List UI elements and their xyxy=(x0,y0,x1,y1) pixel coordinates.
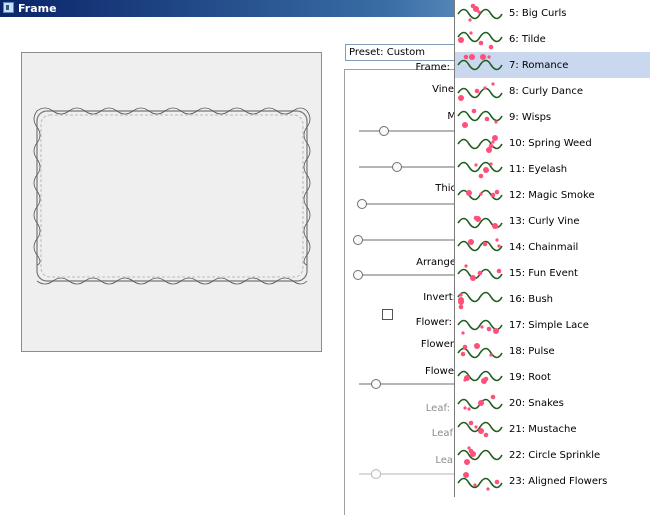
slider-2[interactable] xyxy=(359,162,469,172)
leaf-3-label: Lea xyxy=(435,455,453,466)
dropdown-item[interactable]: 23: Aligned Flowers xyxy=(455,468,650,494)
frame-style-thumbnail-icon xyxy=(457,135,503,153)
slider-thickness[interactable] xyxy=(357,199,469,209)
controls-panel xyxy=(344,69,465,515)
slider-arrangement[interactable] xyxy=(353,270,465,280)
dropdown-item-label: 22: Circle Sprinkle xyxy=(509,449,601,461)
dropdown-item[interactable]: 14: Chainmail xyxy=(455,234,650,260)
frame-style-thumbnail-icon xyxy=(457,31,503,50)
dropdown-item[interactable]: 8: Curly Dance xyxy=(455,78,650,104)
dropdown-item-label: 21: Mustache xyxy=(509,423,577,435)
frame-style-thumbnail-icon xyxy=(457,215,503,229)
dropdown-item[interactable]: 10: Spring Weed xyxy=(455,130,650,156)
frame-style-thumbnail-icon xyxy=(457,161,503,179)
app-icon xyxy=(3,2,14,13)
dropdown-item[interactable]: 11: Eyelash xyxy=(455,156,650,182)
frame-style-thumbnail-icon xyxy=(457,3,503,22)
dropdown-item[interactable]: 20: Snakes xyxy=(455,390,650,416)
dropdown-item[interactable]: 5: Big Curls xyxy=(455,0,650,26)
vine-label: Vine xyxy=(432,84,454,95)
frame-style-thumbnail-icon xyxy=(457,264,503,281)
slider-arrangement-thumb[interactable] xyxy=(353,270,363,280)
dropdown-item-label: 23: Aligned Flowers xyxy=(509,475,608,487)
dropdown-item[interactable]: 6: Tilde xyxy=(455,26,650,52)
dropdown-item-label: 16: Bush xyxy=(509,293,554,305)
frame-style-thumbnail-icon xyxy=(457,370,503,384)
frame-style-thumbnail-icon xyxy=(457,82,503,101)
frame-style-thumbnail-icon xyxy=(457,238,503,252)
dropdown-item[interactable]: 19: Root xyxy=(455,364,650,390)
slider-thickness-thumb[interactable] xyxy=(357,199,367,209)
dropdown-item[interactable]: 16: Bush xyxy=(455,286,650,312)
dropdown-item-label: 8: Curly Dance xyxy=(509,85,584,97)
leaf-2-label: Leaf xyxy=(431,428,453,439)
dropdown-item-label: 18: Pulse xyxy=(509,345,555,357)
frame-style-thumbnail-icon xyxy=(457,291,503,310)
frame-style-thumbnail-icon xyxy=(457,319,503,335)
frame-preview-vine-border xyxy=(33,107,311,285)
dropdown-item[interactable]: 17: Simple Lace xyxy=(455,312,650,338)
frame-style-thumbnail-icon xyxy=(457,394,503,411)
dropdown-item[interactable]: 13: Curly Vine xyxy=(455,208,650,234)
dropdown-item-label: 10: Spring Weed xyxy=(509,137,592,149)
frame-style-dropdown-list[interactable]: 5: Big Curls 6: Tilde 7: Romance 8: Curly D… xyxy=(454,0,650,497)
dropdown-item-label: 5: Big Curls xyxy=(509,7,567,19)
slider-3-thumb[interactable] xyxy=(353,235,363,245)
dropdown-item[interactable]: 21: Mustache xyxy=(455,416,650,442)
slider-1-thumb[interactable] xyxy=(379,126,389,136)
dropdown-item-label: 19: Root xyxy=(509,371,551,383)
invert-checkbox[interactable] xyxy=(382,309,393,320)
dropdown-item-label: 9: Wisps xyxy=(509,111,552,123)
flower-3-label: Flowe xyxy=(425,366,454,377)
dropdown-item-label: 15: Fun Event xyxy=(509,267,578,279)
flower-label: Flower: xyxy=(415,317,452,328)
m-label: M xyxy=(447,111,456,122)
slider-2-thumb[interactable] xyxy=(392,162,402,172)
dropdown-item-label: 12: Magic Smoke xyxy=(509,189,595,201)
dropdown-item-label: 20: Snakes xyxy=(509,397,564,409)
dropdown-item[interactable]: 7: Romance xyxy=(455,52,650,78)
dropdown-item-label: 17: Simple Lace xyxy=(509,319,589,331)
invert-label: Invert: xyxy=(423,292,456,303)
slider-leaf-thumb[interactable] xyxy=(371,469,381,479)
window-title: Frame xyxy=(18,2,57,15)
flower-2-label: Flower xyxy=(420,339,454,350)
dropdown-item-label: 13: Curly Vine xyxy=(509,215,580,227)
frame-preview xyxy=(21,52,322,352)
slider-flower-thumb[interactable] xyxy=(371,379,381,389)
slider-1[interactable] xyxy=(359,126,469,136)
dropdown-item[interactable]: 18: Pulse xyxy=(455,338,650,364)
frame-style-thumbnail-icon xyxy=(457,108,503,128)
dropdown-item-label: 14: Chainmail xyxy=(509,241,579,253)
dropdown-item-label: 6: Tilde xyxy=(509,33,546,45)
frame-style-thumbnail-icon xyxy=(457,420,503,438)
preset-select[interactable]: Preset: Custom xyxy=(345,44,465,61)
arrangement-label: Arrange xyxy=(416,257,456,268)
slider-leaf[interactable] xyxy=(359,469,469,479)
thickness-label: Thic xyxy=(435,183,456,194)
slider-3[interactable] xyxy=(353,235,465,245)
dropdown-item[interactable]: 15: Fun Event xyxy=(455,260,650,286)
dropdown-item-label: 11: Eyelash xyxy=(509,163,568,175)
frame-style-thumbnail-icon xyxy=(457,446,503,465)
dropdown-item[interactable]: 22: Circle Sprinkle xyxy=(455,442,650,468)
frame-style-thumbnail-icon xyxy=(457,472,503,491)
frame-style-thumbnail-icon xyxy=(457,189,503,201)
slider-flower[interactable] xyxy=(359,379,469,389)
frame-style-thumbnail-icon xyxy=(457,343,503,359)
frame-dialog: Preset: Custom Frame: Vine M Thic Arrang… xyxy=(0,17,650,515)
frame-label: Frame: xyxy=(415,62,450,73)
leaf-label: Leaf: xyxy=(425,403,450,414)
dropdown-item[interactable]: 12: Magic Smoke xyxy=(455,182,650,208)
dropdown-item[interactable]: 9: Wisps xyxy=(455,104,650,130)
frame-style-thumbnail-icon xyxy=(457,54,503,71)
dropdown-item-label: 7: Romance xyxy=(509,59,569,71)
